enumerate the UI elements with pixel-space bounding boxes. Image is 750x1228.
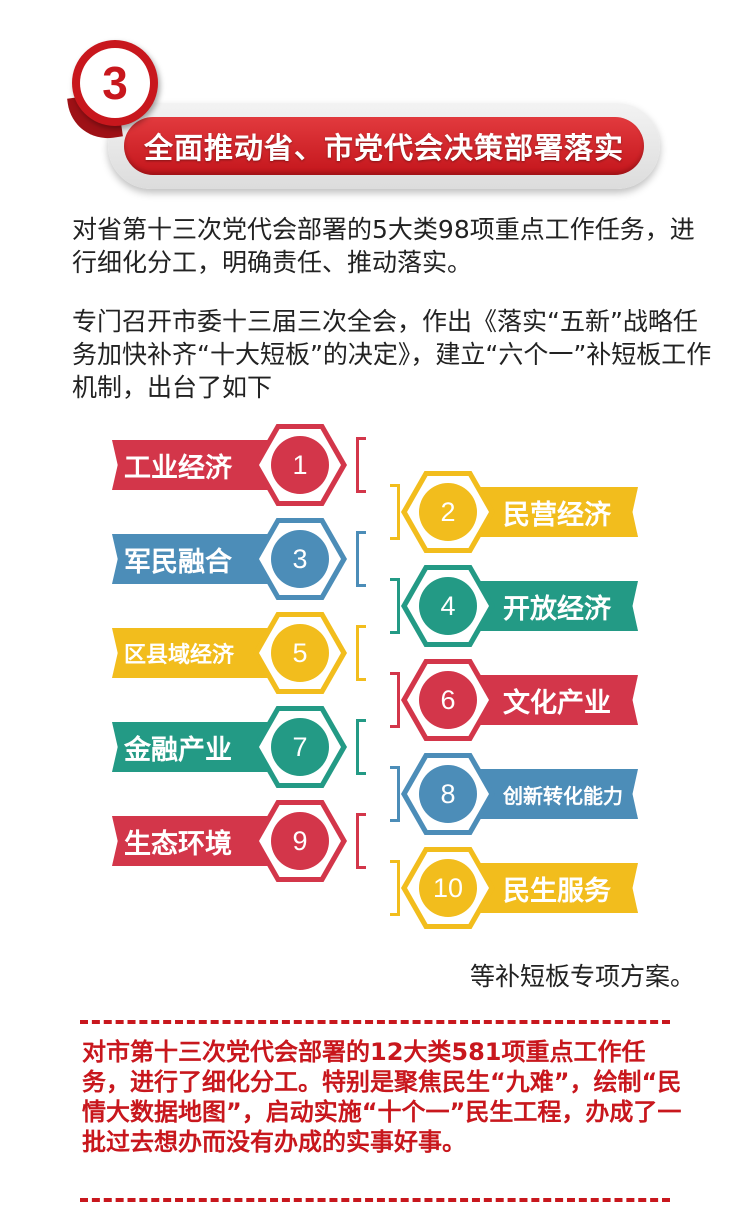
shortboard-number-9: 9: [271, 812, 329, 870]
title-banner-inner: 全面推动省、市党代会决策部署落实: [124, 117, 644, 175]
connector-bracket-2: [390, 484, 400, 540]
intro-paragraph: 对省第十三次党代会部署的5大类98项重点工作任务，进行细化分工，明确责任、推动落…: [72, 215, 695, 277]
summary-divider-top: [80, 1020, 670, 1024]
connector-bracket-4: [390, 578, 400, 634]
shortboard-hexagon-10: 10: [401, 847, 495, 929]
shortboard-number-3: 3: [271, 530, 329, 588]
shortboard-hexagon-4: 4: [401, 565, 495, 647]
connector-bracket-8: [390, 766, 400, 822]
connector-bracket-3: [356, 531, 366, 587]
connector-bracket-10: [390, 860, 400, 916]
connector-bracket-1: [356, 437, 366, 493]
connector-bracket-6: [390, 672, 400, 728]
closing-text: 等补短板专项方案。: [470, 962, 696, 991]
connector-bracket-7: [356, 719, 366, 775]
shortboard-number-8: 8: [419, 765, 477, 823]
shortboard-hexagon-6: 6: [401, 659, 495, 741]
shortboard-hexagon-3: 3: [253, 518, 347, 600]
connector-bracket-9: [356, 813, 366, 869]
connector-bracket-5: [356, 625, 366, 681]
summary-divider-bottom: [80, 1198, 670, 1202]
section-number-badge: 3: [72, 40, 158, 126]
shortboard-number-10: 10: [419, 859, 477, 917]
shortboard-hexagon-5: 5: [253, 612, 347, 694]
shortboard-hexagon-9: 9: [253, 800, 347, 882]
shortboard-number-6: 6: [419, 671, 477, 729]
shortboard-number-4: 4: [419, 577, 477, 635]
summary-paragraph: 对市第十三次党代会部署的12大类581项重点工作任务，进行了细化分工。特别是聚焦…: [82, 1038, 682, 1156]
section-number-badge-inner: 3: [80, 48, 150, 118]
section-number: 3: [102, 57, 128, 109]
shortboard-hexagon-1: 1: [253, 424, 347, 506]
shortboard-hexagon-8: 8: [401, 753, 495, 835]
shortboard-hexagon-2: 2: [401, 471, 495, 553]
shortboard-label-8: 创新转化能力: [455, 769, 638, 819]
shortboard-number-2: 2: [419, 483, 477, 541]
shortboard-number-5: 5: [271, 624, 329, 682]
section-title: 全面推动省、市党代会决策部署落实: [143, 131, 624, 165]
section-header: 全面推动省、市党代会决策部署落实 3: [0, 0, 750, 205]
shortboard-hexagon-7: 7: [253, 706, 347, 788]
title-banner: 全面推动省、市党代会决策部署落实: [108, 103, 660, 189]
shortboard-number-1: 1: [271, 436, 329, 494]
plan-paragraph: 专门召开市委十三届三次全会，作出《落实“五新”战略任务加快补齐“十大短板”的决定…: [72, 307, 712, 402]
shortboard-number-7: 7: [271, 718, 329, 776]
